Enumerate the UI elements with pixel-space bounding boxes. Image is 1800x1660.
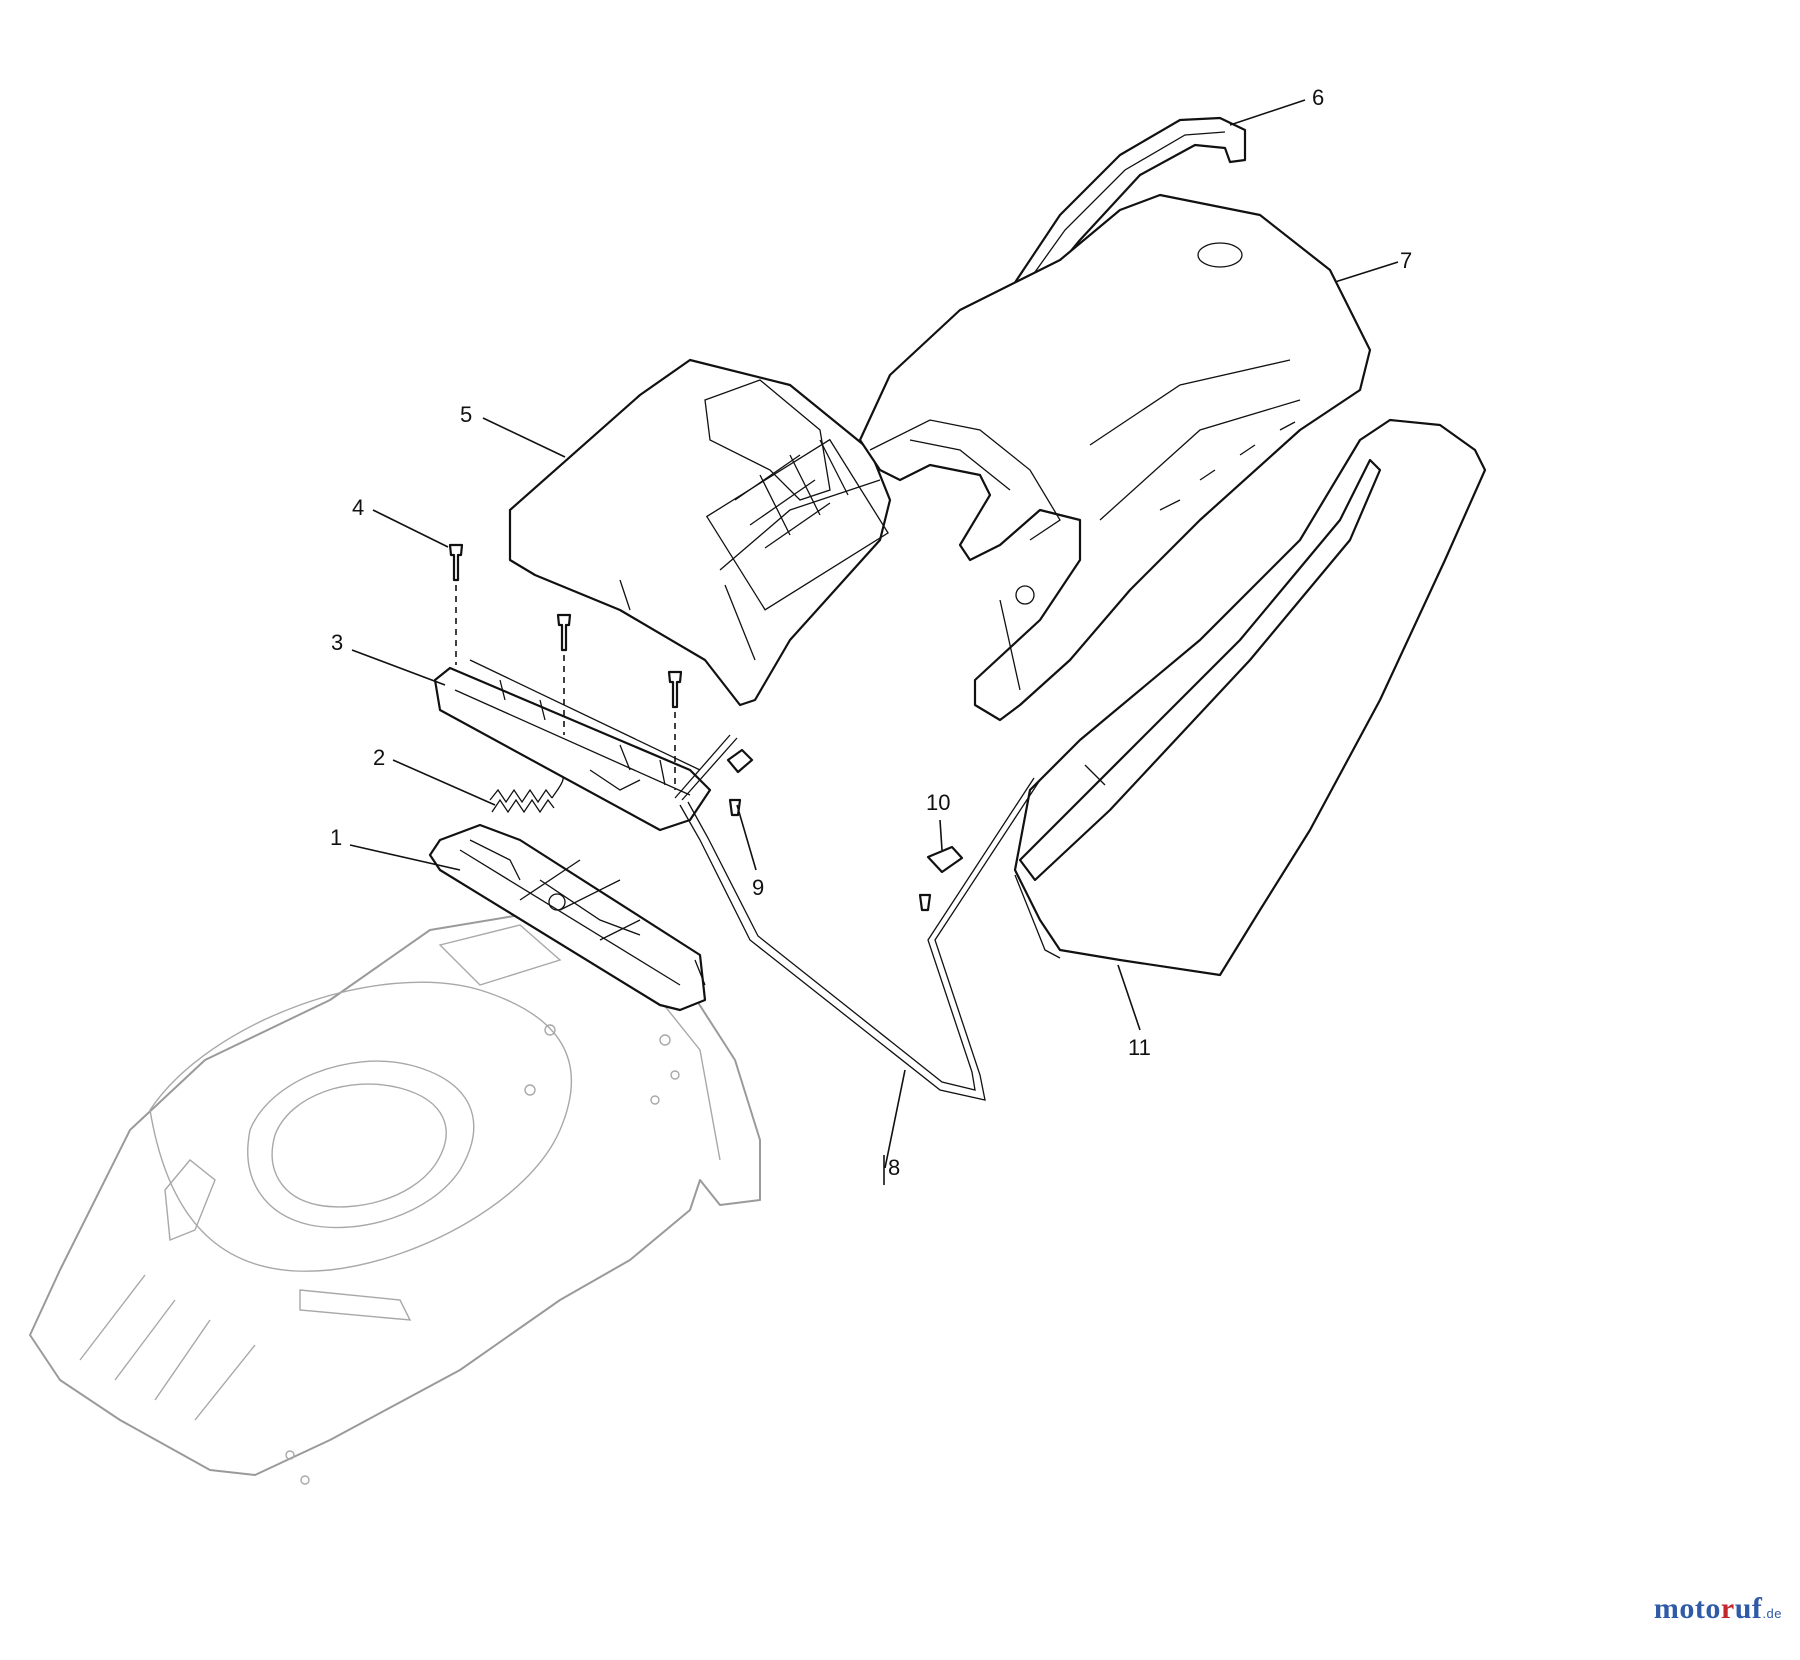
spring — [489, 771, 564, 814]
callout-11: 11 — [1128, 1035, 1151, 1060]
callout-9: 9 — [752, 875, 764, 900]
grass-box-lid — [508, 358, 892, 707]
callout-4: 4 — [352, 495, 364, 520]
callout-5: 5 — [460, 402, 472, 427]
frame — [674, 734, 1041, 1101]
small-hardware — [726, 748, 964, 912]
watermark-part3: uf — [1734, 1592, 1763, 1625]
callout-7: 7 — [1400, 248, 1412, 273]
watermark-part2: r — [1720, 1592, 1735, 1625]
screws — [448, 543, 683, 790]
callout-8: 8 — [888, 1155, 900, 1180]
callout-numbers: 1 2 3 4 5 6 7 8 9 10 11 — [330, 85, 1412, 1180]
rear-deflector-base — [428, 823, 707, 1012]
callout-2: 2 — [373, 745, 385, 770]
leader-lines — [349, 99, 1399, 1185]
callout-3: 3 — [331, 630, 343, 655]
grass-bag — [1013, 418, 1487, 977]
watermark-part1: moto — [1653, 1592, 1721, 1625]
watermark-suffix: .de — [1762, 1606, 1782, 1621]
mower-deck — [29, 914, 761, 1485]
grass-box-top — [858, 193, 1372, 722]
callout-10: 10 — [926, 790, 950, 815]
watermark-logo: motoruf.de — [1654, 1592, 1782, 1626]
callout-6: 6 — [1312, 85, 1324, 110]
callout-1: 1 — [330, 825, 342, 850]
deflector-flap — [433, 659, 712, 832]
